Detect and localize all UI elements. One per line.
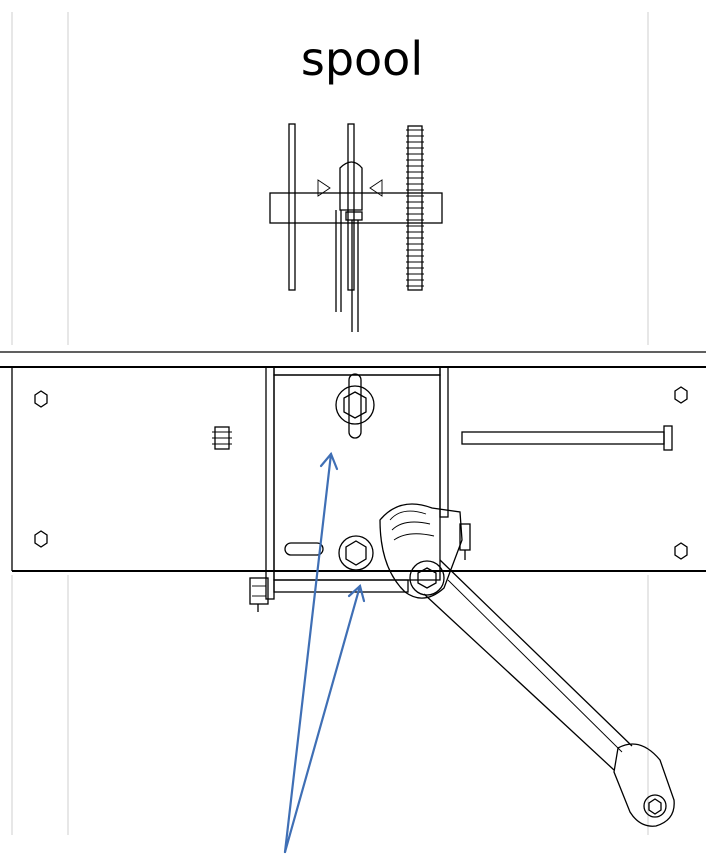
gear-teeth — [406, 129, 424, 287]
guide-lines — [11, 12, 649, 835]
crank-hub — [379, 503, 471, 599]
callout-arrow-lower — [283, 584, 362, 854]
callout-arrow-upper — [283, 452, 333, 854]
mounting-rail — [0, 351, 706, 572]
upper-bolt — [335, 373, 375, 439]
side-nut — [212, 426, 232, 450]
callout-arrows — [283, 451, 366, 854]
rail-bolts — [34, 386, 688, 560]
rod — [461, 425, 673, 451]
spool-drawing — [269, 123, 443, 332]
crank-handle — [423, 559, 675, 827]
lower-bolt — [338, 535, 374, 571]
title-label: spool — [301, 32, 423, 86]
through-bolt — [249, 577, 269, 612]
